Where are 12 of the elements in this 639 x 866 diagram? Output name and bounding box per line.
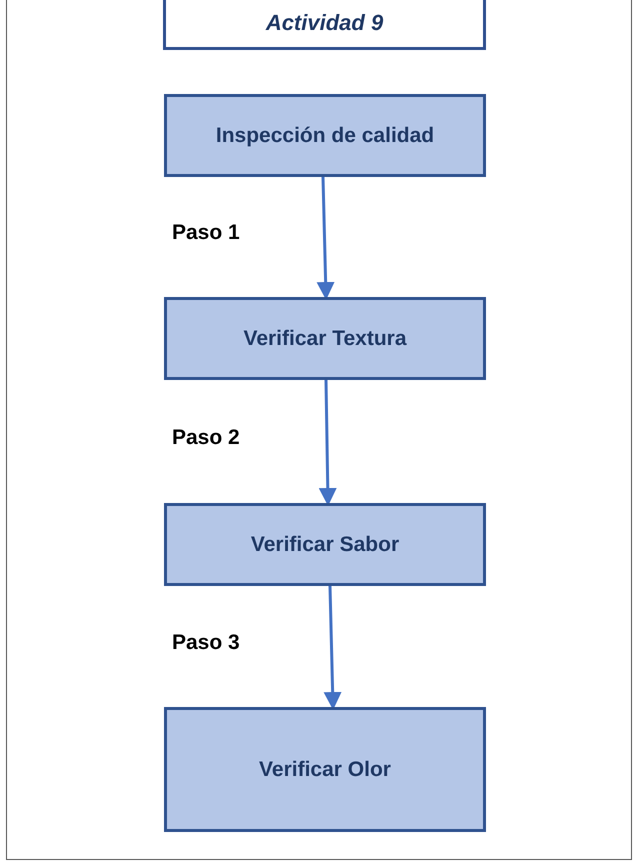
arrow xyxy=(324,586,342,710)
box-label: Verificar Sabor xyxy=(250,532,400,556)
title: Actividad 9 xyxy=(266,10,384,36)
box-label: Verificar Olor xyxy=(259,758,391,782)
process-box xyxy=(164,503,486,586)
arrow xyxy=(316,176,335,300)
arrow xyxy=(318,380,337,506)
process-box xyxy=(164,297,486,380)
box-label: Verificar Textura xyxy=(243,326,407,350)
box-label: Inspección de calidad xyxy=(216,124,434,148)
process-box xyxy=(164,94,486,177)
process-box xyxy=(164,707,486,832)
